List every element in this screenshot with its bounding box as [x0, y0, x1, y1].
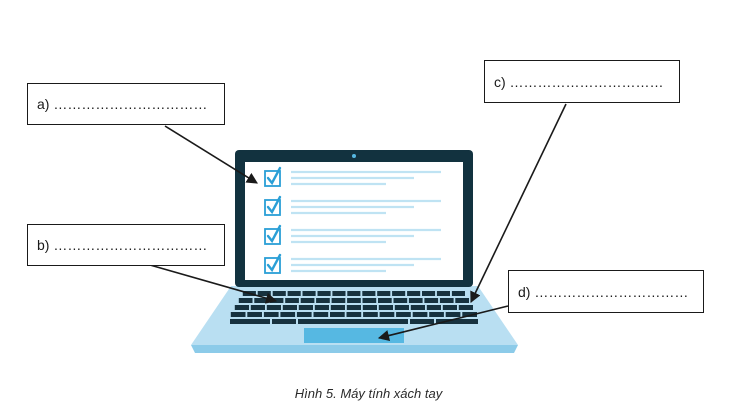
keyboard-key [346, 305, 361, 310]
keyboard-key [426, 305, 441, 310]
keyboard-key [254, 298, 268, 303]
label-box-d: d) …………………………… [508, 270, 704, 313]
checkmark-icon [266, 166, 282, 186]
laptop-screen [235, 150, 473, 287]
keyboard-key [408, 298, 423, 303]
keyboard-key [347, 291, 361, 296]
keyboard-key [445, 312, 461, 317]
keyboard-key [451, 291, 465, 296]
keyboard-key [285, 298, 299, 303]
keyboard-key [298, 305, 313, 310]
keyboard-key [346, 312, 362, 317]
keyboard-key [424, 298, 439, 303]
label-box-c: c) …………………………… [484, 60, 680, 103]
label-text-c: c) …………………………… [494, 73, 664, 90]
keyboard-key [439, 298, 454, 303]
keyboard-key [436, 291, 450, 296]
screen-display [245, 162, 463, 280]
keyboard-key [272, 319, 296, 324]
keyboard-key [247, 312, 262, 317]
keyboard-key [331, 298, 346, 303]
keyboard-key [442, 305, 457, 310]
keyboard-key [332, 291, 346, 296]
keyboard-key [230, 319, 270, 324]
keyboard-key [282, 305, 297, 310]
keyboard-key [234, 305, 249, 310]
webcam-icon [352, 154, 356, 158]
keyboard-keys [230, 291, 478, 324]
laptop-base [191, 286, 518, 353]
keyboard-key [396, 312, 411, 317]
keyboard-key [313, 312, 329, 317]
keyboard-key [393, 298, 408, 303]
keyboard-key [266, 305, 281, 310]
label-text-a: a) …………………………… [37, 96, 208, 112]
arrow-b [149, 264, 278, 304]
checkmark-icon [266, 253, 282, 273]
keyboard-key [378, 305, 393, 310]
keyboard-key [316, 298, 330, 303]
checkmark-icon [266, 195, 282, 215]
screen-checklist [264, 166, 441, 274]
keyboard-key [330, 305, 345, 310]
keyboard-key [422, 291, 436, 296]
keyboard-key [429, 312, 444, 317]
keyboard-key [230, 312, 246, 317]
keyboard-key [330, 312, 345, 317]
keyboard-key [462, 312, 477, 317]
arrow-d [377, 305, 509, 342]
keyboard-key [410, 319, 434, 324]
keyboard-key [436, 319, 478, 324]
keyboard-key [362, 298, 377, 303]
keyboard-key [300, 298, 315, 303]
base-front-edge [191, 345, 518, 353]
keyboard-key [296, 312, 312, 317]
keyboard-key [280, 312, 296, 317]
keyboard-key [272, 291, 286, 296]
label-text-b: b) …………………………… [37, 237, 208, 253]
keyboard-key [363, 312, 378, 317]
keyboard-key [257, 291, 271, 296]
keyboard-key [379, 312, 395, 317]
keyboard-key [250, 305, 265, 310]
keyboard-key [410, 305, 425, 310]
keyboard-key [314, 305, 329, 310]
keyboard-key [347, 298, 361, 303]
label-text-d: d) …………………………… [518, 283, 689, 300]
keyboard-key [392, 291, 406, 296]
label-box-b: b) …………………………… [27, 224, 225, 266]
keyboard-key [394, 305, 409, 310]
keyboard-key [412, 312, 428, 317]
pointer-arrows [149, 103, 567, 342]
figure-caption: Hình 5. Máy tính xách tay [294, 386, 443, 401]
keyboard-key [455, 298, 469, 303]
checkmark-icon [266, 224, 282, 244]
keyboard-key [263, 312, 279, 317]
label-box-a: a) …………………………… [27, 83, 225, 125]
keyboard-key [287, 291, 301, 296]
keyboard-key [238, 298, 253, 303]
arrow-a [164, 125, 258, 184]
keyboard-key [302, 291, 316, 296]
keyboard-key [362, 305, 377, 310]
keyboard-key [298, 319, 408, 324]
keyboard-key [317, 291, 331, 296]
arrow-c [470, 103, 567, 304]
keyboard-key [377, 291, 391, 296]
keyboard-key [458, 305, 473, 310]
keyboard-key [407, 291, 421, 296]
keyboard-key [378, 298, 392, 303]
keyboard-key [362, 291, 376, 296]
